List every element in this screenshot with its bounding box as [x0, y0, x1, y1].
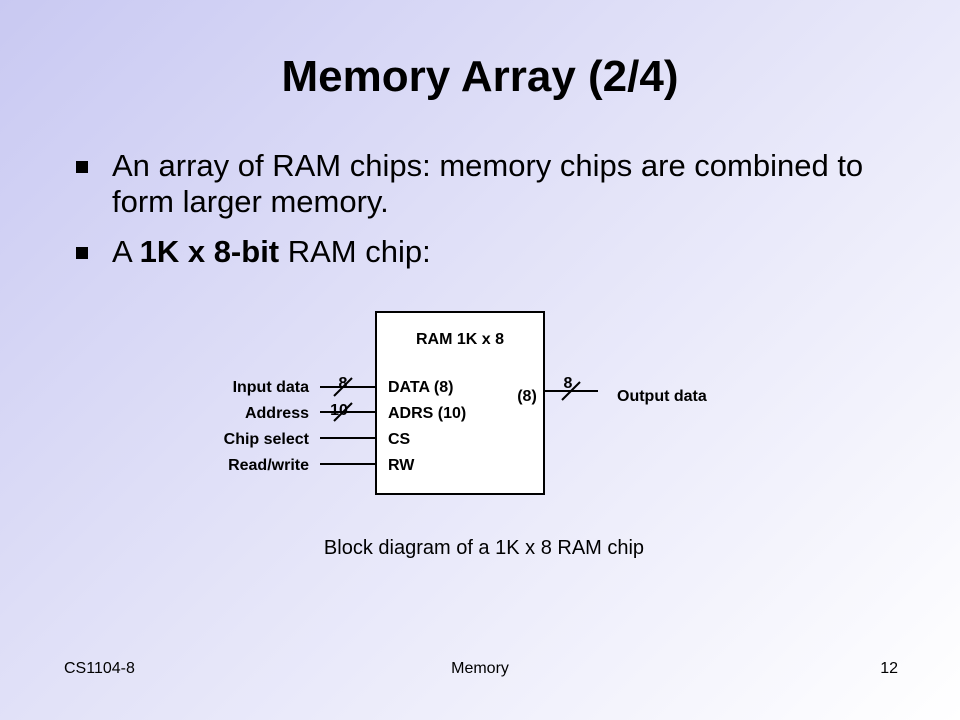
bullet-text: An array of RAM chips: memory chips are … [112, 148, 864, 219]
bus-slash-address [333, 402, 353, 422]
bullet-square-icon [76, 161, 88, 173]
label-output-data: Output data [617, 388, 707, 405]
label-address: Address [245, 405, 309, 422]
port-cs: CS [388, 431, 411, 448]
bus-width-input: 8 [339, 375, 348, 392]
chip-box [375, 311, 545, 495]
chip-title: RAM 1K x 8 [416, 331, 504, 348]
port-adrs: ADRS (10) [388, 405, 466, 422]
port-rw: RW [388, 457, 415, 474]
slide-title: Memory Array (2/4) [281, 52, 679, 101]
footer-topic: Memory [451, 660, 509, 677]
bus-width-output: 8 [564, 375, 573, 392]
bullet-text-pre: A [112, 234, 140, 269]
label-read-write: Read/write [228, 457, 309, 474]
port-output-width: (8) [517, 388, 537, 405]
label-input-data: Input data [233, 379, 310, 396]
bullet-text-bold: 1K x 8-bit [139, 234, 280, 269]
bus-width-address: 10 [330, 402, 348, 419]
bullet-square-icon [76, 247, 88, 259]
bullet-text: A 1K x 8-bit RAM chip: [112, 234, 872, 270]
bullet-text-post: RAM chip: [279, 234, 431, 269]
port-data: DATA (8) [388, 379, 453, 396]
label-chip-select: Chip select [224, 431, 310, 448]
footer-page-number: 12 [880, 660, 898, 677]
diagram-caption: Block diagram of a 1K x 8 RAM chip [323, 537, 645, 559]
footer-course: CS1104-8 [64, 660, 135, 677]
bus-slash-output [561, 381, 581, 401]
bus-slash-input [333, 377, 353, 397]
